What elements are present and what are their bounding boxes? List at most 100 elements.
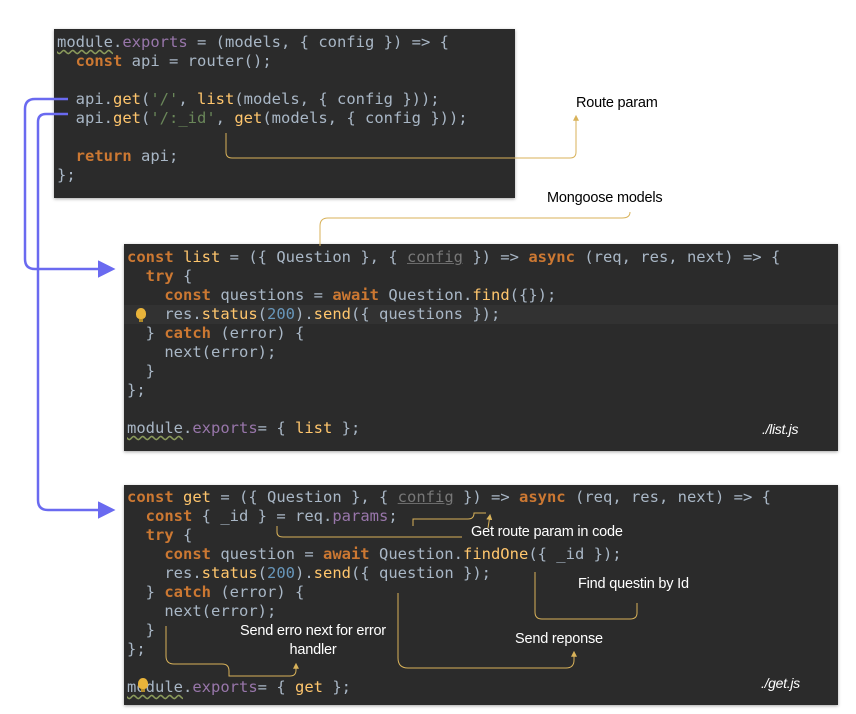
code-token: send [313, 305, 351, 323]
code-line: api.get('/:_id', get(models, { config })… [57, 109, 468, 128]
code-token: send [313, 564, 351, 582]
code-token: const [127, 488, 174, 506]
code-token: ( [141, 109, 151, 127]
code-token: { [173, 267, 193, 285]
code-token: const [127, 248, 174, 266]
code-token: list [183, 248, 221, 266]
code-token: ; [388, 507, 398, 525]
code-line: const question = await Question.findOne(… [127, 545, 622, 564]
code-line: } catch (error) { [127, 583, 305, 602]
code-token: ( [257, 564, 267, 582]
get-route-param-connector [276, 526, 462, 538]
code-token: ). [295, 305, 314, 323]
get-route-connector [36, 112, 116, 519]
route-param-connector [225, 114, 579, 159]
code-token: 200 [267, 564, 295, 582]
code-token: = ({ Question }, { [220, 248, 407, 266]
code-token: module [57, 33, 113, 51]
code-line: try { [127, 526, 193, 545]
lightbulb-icon[interactable] [138, 678, 148, 692]
code-token: module [127, 419, 183, 437]
code-token: await [332, 286, 379, 304]
code-token: ({ _id }); [528, 545, 622, 563]
code-line: next(error); [127, 602, 276, 621]
code-token: next(error); [127, 602, 277, 620]
mongoose-models-note: Mongoose models [547, 190, 663, 206]
code-token: status [201, 564, 258, 582]
code-token: Question. [369, 545, 463, 563]
code-token: config [397, 488, 454, 506]
code-line: api.get('/', list(models, { config })); [57, 90, 440, 109]
code-token: get [113, 90, 141, 108]
code-token: . [183, 678, 193, 696]
get-route-param-note: Get route param in code [471, 524, 623, 540]
code-line: } [127, 362, 155, 381]
code-token: api = router(); [122, 52, 272, 70]
code-line: const api = router(); [57, 52, 272, 71]
code-token: exports [122, 33, 188, 51]
code-token: (error) { [211, 583, 305, 601]
code-token: , [178, 90, 198, 108]
code-token: question = [211, 545, 323, 563]
code-token: (models, { config })); [234, 90, 440, 108]
code-token: }; [323, 678, 351, 696]
code-token: ({ question }); [351, 564, 491, 582]
code-token: '/:_id' [150, 109, 216, 127]
code-line: }; [57, 166, 76, 185]
code-token: api; [131, 147, 179, 165]
send-response-note: Send reponse [515, 631, 603, 647]
code-line: const questions = await Question.find({}… [127, 286, 556, 305]
code-token: return [75, 147, 132, 165]
code-token: (error) { [211, 324, 305, 342]
code-token: { _id } = req. [192, 507, 333, 525]
get-route-param-arrow [486, 513, 493, 529]
code-token: const [75, 52, 123, 70]
code-token: const [145, 507, 193, 525]
code-line: module.exports= { list }; [127, 419, 360, 438]
list-code-panel: const list = ({ Question }, { config }) … [124, 244, 838, 451]
code-line: module.exports = (models, { config }) =>… [57, 33, 449, 52]
code-token: get [183, 488, 212, 506]
code-token: = ({ Question }, { [211, 488, 398, 506]
code-token: get [295, 678, 323, 696]
code-token: get [234, 109, 263, 127]
code-line: next(error); [127, 343, 276, 362]
code-token: ). [295, 564, 314, 582]
send-error-note: Send erro next for error handler [240, 623, 386, 658]
code-token: list [295, 419, 333, 437]
code-line: }; [127, 381, 146, 400]
code-token: exports [192, 419, 258, 437]
code-token: get [113, 109, 141, 127]
code-token: ( [141, 90, 151, 108]
code-token: catch [164, 583, 211, 601]
code-token: params [332, 507, 389, 525]
find-by-id-note: Find questin by Id [578, 576, 689, 592]
code-token: status [201, 305, 258, 323]
code-line: const get = ({ Question }, { config }) =… [127, 488, 771, 507]
get-file-label: ./get.js [761, 675, 800, 691]
lightbulb-icon[interactable] [136, 308, 146, 322]
code-line: const { _id } = req.params; [127, 507, 398, 526]
route-param-note: Route param [576, 95, 658, 111]
router-code-panel: module.exports = (models, { config }) =>… [54, 29, 515, 198]
get-code-panel: const get = ({ Question }, { config }) =… [124, 485, 838, 705]
list-file-label: ./list.js [762, 421, 799, 437]
code-token: const [164, 545, 211, 563]
mongoose-models-connector [319, 211, 631, 246]
code-token: next(error); [127, 343, 277, 361]
code-token: ( [257, 305, 267, 323]
code-token: , [215, 109, 235, 127]
code-token: }) => [453, 488, 519, 506]
code-token: questions = [211, 286, 333, 304]
get-route-param-connector-2 [412, 512, 486, 526]
code-token: api. [57, 109, 113, 127]
code-token: }) => [462, 248, 529, 266]
code-token: }; [332, 419, 361, 437]
code-token: '/' [150, 90, 179, 108]
send-response-connector [397, 593, 577, 669]
code-token: }; [127, 381, 146, 399]
code-token: } [127, 621, 155, 639]
code-token: (req, res, next) => { [565, 488, 771, 506]
code-token: try [145, 526, 174, 544]
